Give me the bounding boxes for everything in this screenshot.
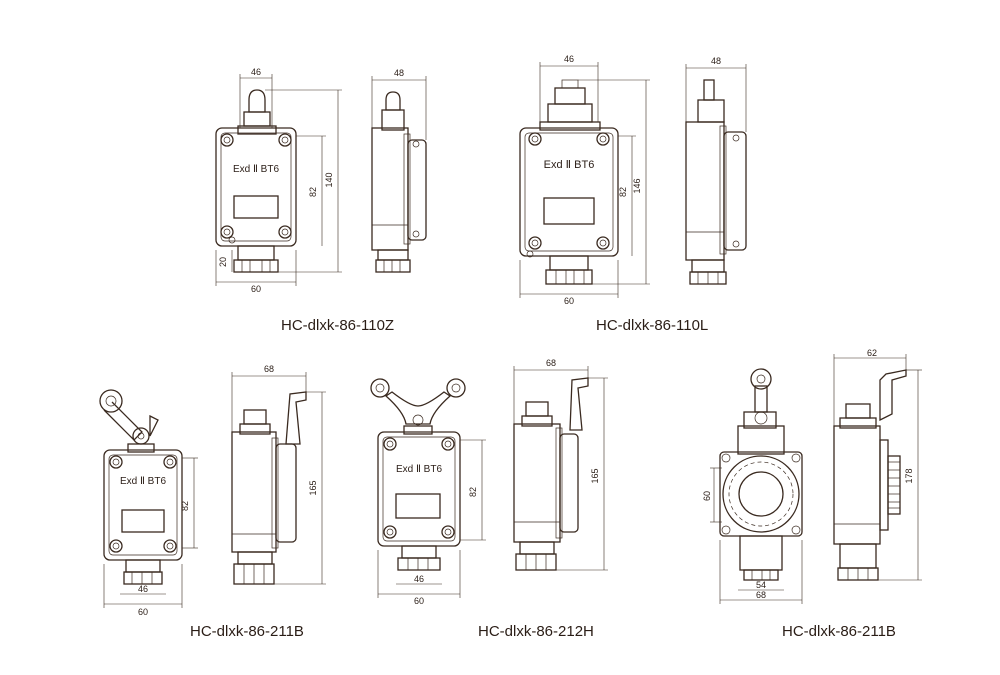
drawing-110l-front: Exd Ⅱ BT6 46 60 82 146 — [519, 54, 650, 306]
drawing-211b-side: 68 165 — [231, 364, 326, 585]
nameplate — [543, 197, 595, 225]
drawing-212h-front: Exd Ⅱ BT6 82 46 60 — [370, 378, 486, 606]
nameplate — [395, 493, 441, 519]
marking-label: Exd Ⅱ BT6 — [544, 159, 595, 171]
dim-base-width: 46 — [138, 584, 148, 594]
caption-211b-left: HC-dlxk-86-211B — [190, 623, 304, 640]
bolt-icon — [220, 133, 292, 239]
drawing-211b-front: Exd Ⅱ BT6 82 46 60 — [99, 389, 198, 617]
knurled-wheel — [887, 455, 901, 515]
dim-bottom-width: 60 — [564, 296, 574, 306]
fork-lever-icon — [370, 378, 466, 426]
dim-top-width: 46 — [564, 54, 574, 64]
drawing-110z-front: Exd Ⅱ BT6 46 60 82 140 20 — [215, 67, 342, 294]
gear-ring — [722, 455, 800, 533]
nameplate — [121, 509, 165, 533]
dim-side-width: 48 — [711, 56, 721, 66]
dim-side-width: 48 — [394, 68, 404, 78]
drawing-110z-side: 48 — [371, 68, 427, 273]
caption-212h: HC-dlxk-86-212H — [478, 623, 594, 640]
dim-inner-height: 82 — [618, 187, 628, 197]
dim-bottom-width: 68 — [756, 590, 766, 600]
dim-total-height: 165 — [308, 480, 318, 495]
dim-bottom-width: 60 — [138, 607, 148, 617]
dim-inner-height: 82 — [468, 487, 478, 497]
marking-label: Exd Ⅱ BT6 — [233, 164, 279, 175]
dim-inner-height: 82 — [308, 187, 318, 197]
drawing-211b-rotary-side: 62 178 — [833, 348, 922, 581]
dim-flange-height: 60 — [702, 491, 712, 501]
dim-total-height: 146 — [632, 178, 642, 193]
dim-base-width: 54 — [756, 580, 766, 590]
drawing-212h-side: 68 165 — [513, 358, 608, 571]
dim-total-height: 140 — [324, 172, 334, 187]
dim-bottom-width: 60 — [251, 284, 261, 294]
dim-base-height: 20 — [218, 257, 228, 267]
bolt-icon — [528, 132, 610, 250]
caption-211b-right: HC-dlxk-86-211B — [782, 623, 896, 640]
dim-side-width: 62 — [867, 348, 877, 358]
drawing-211b-rotary-front: 60 54 68 — [702, 368, 803, 604]
switch-body — [103, 449, 183, 561]
marking-label: Exd Ⅱ BT6 — [396, 464, 442, 475]
dim-bottom-width: 60 — [414, 596, 424, 606]
dim-total-height: 165 — [590, 468, 600, 483]
roller-lever-icon — [750, 368, 772, 425]
bolt-icon — [109, 455, 177, 553]
dim-inner-height: 82 — [180, 501, 190, 511]
dim-total-height: 178 — [904, 468, 914, 483]
flange-plate — [719, 451, 803, 537]
bolt-icon — [383, 437, 455, 539]
dim-side-width: 68 — [546, 358, 556, 368]
dim-base-width: 46 — [414, 574, 424, 584]
caption-110z: HC-dlxk-86-110Z — [281, 317, 394, 334]
caption-110l: HC-dlxk-86-110L — [596, 317, 708, 334]
roller-lever-icon — [99, 389, 159, 445]
nameplate — [233, 195, 279, 219]
marking-label: Exd Ⅱ BT6 — [120, 476, 166, 487]
drawing-110l-side: 48 — [685, 56, 747, 285]
dim-top-width: 46 — [251, 67, 261, 77]
dim-side-width: 68 — [264, 364, 274, 374]
